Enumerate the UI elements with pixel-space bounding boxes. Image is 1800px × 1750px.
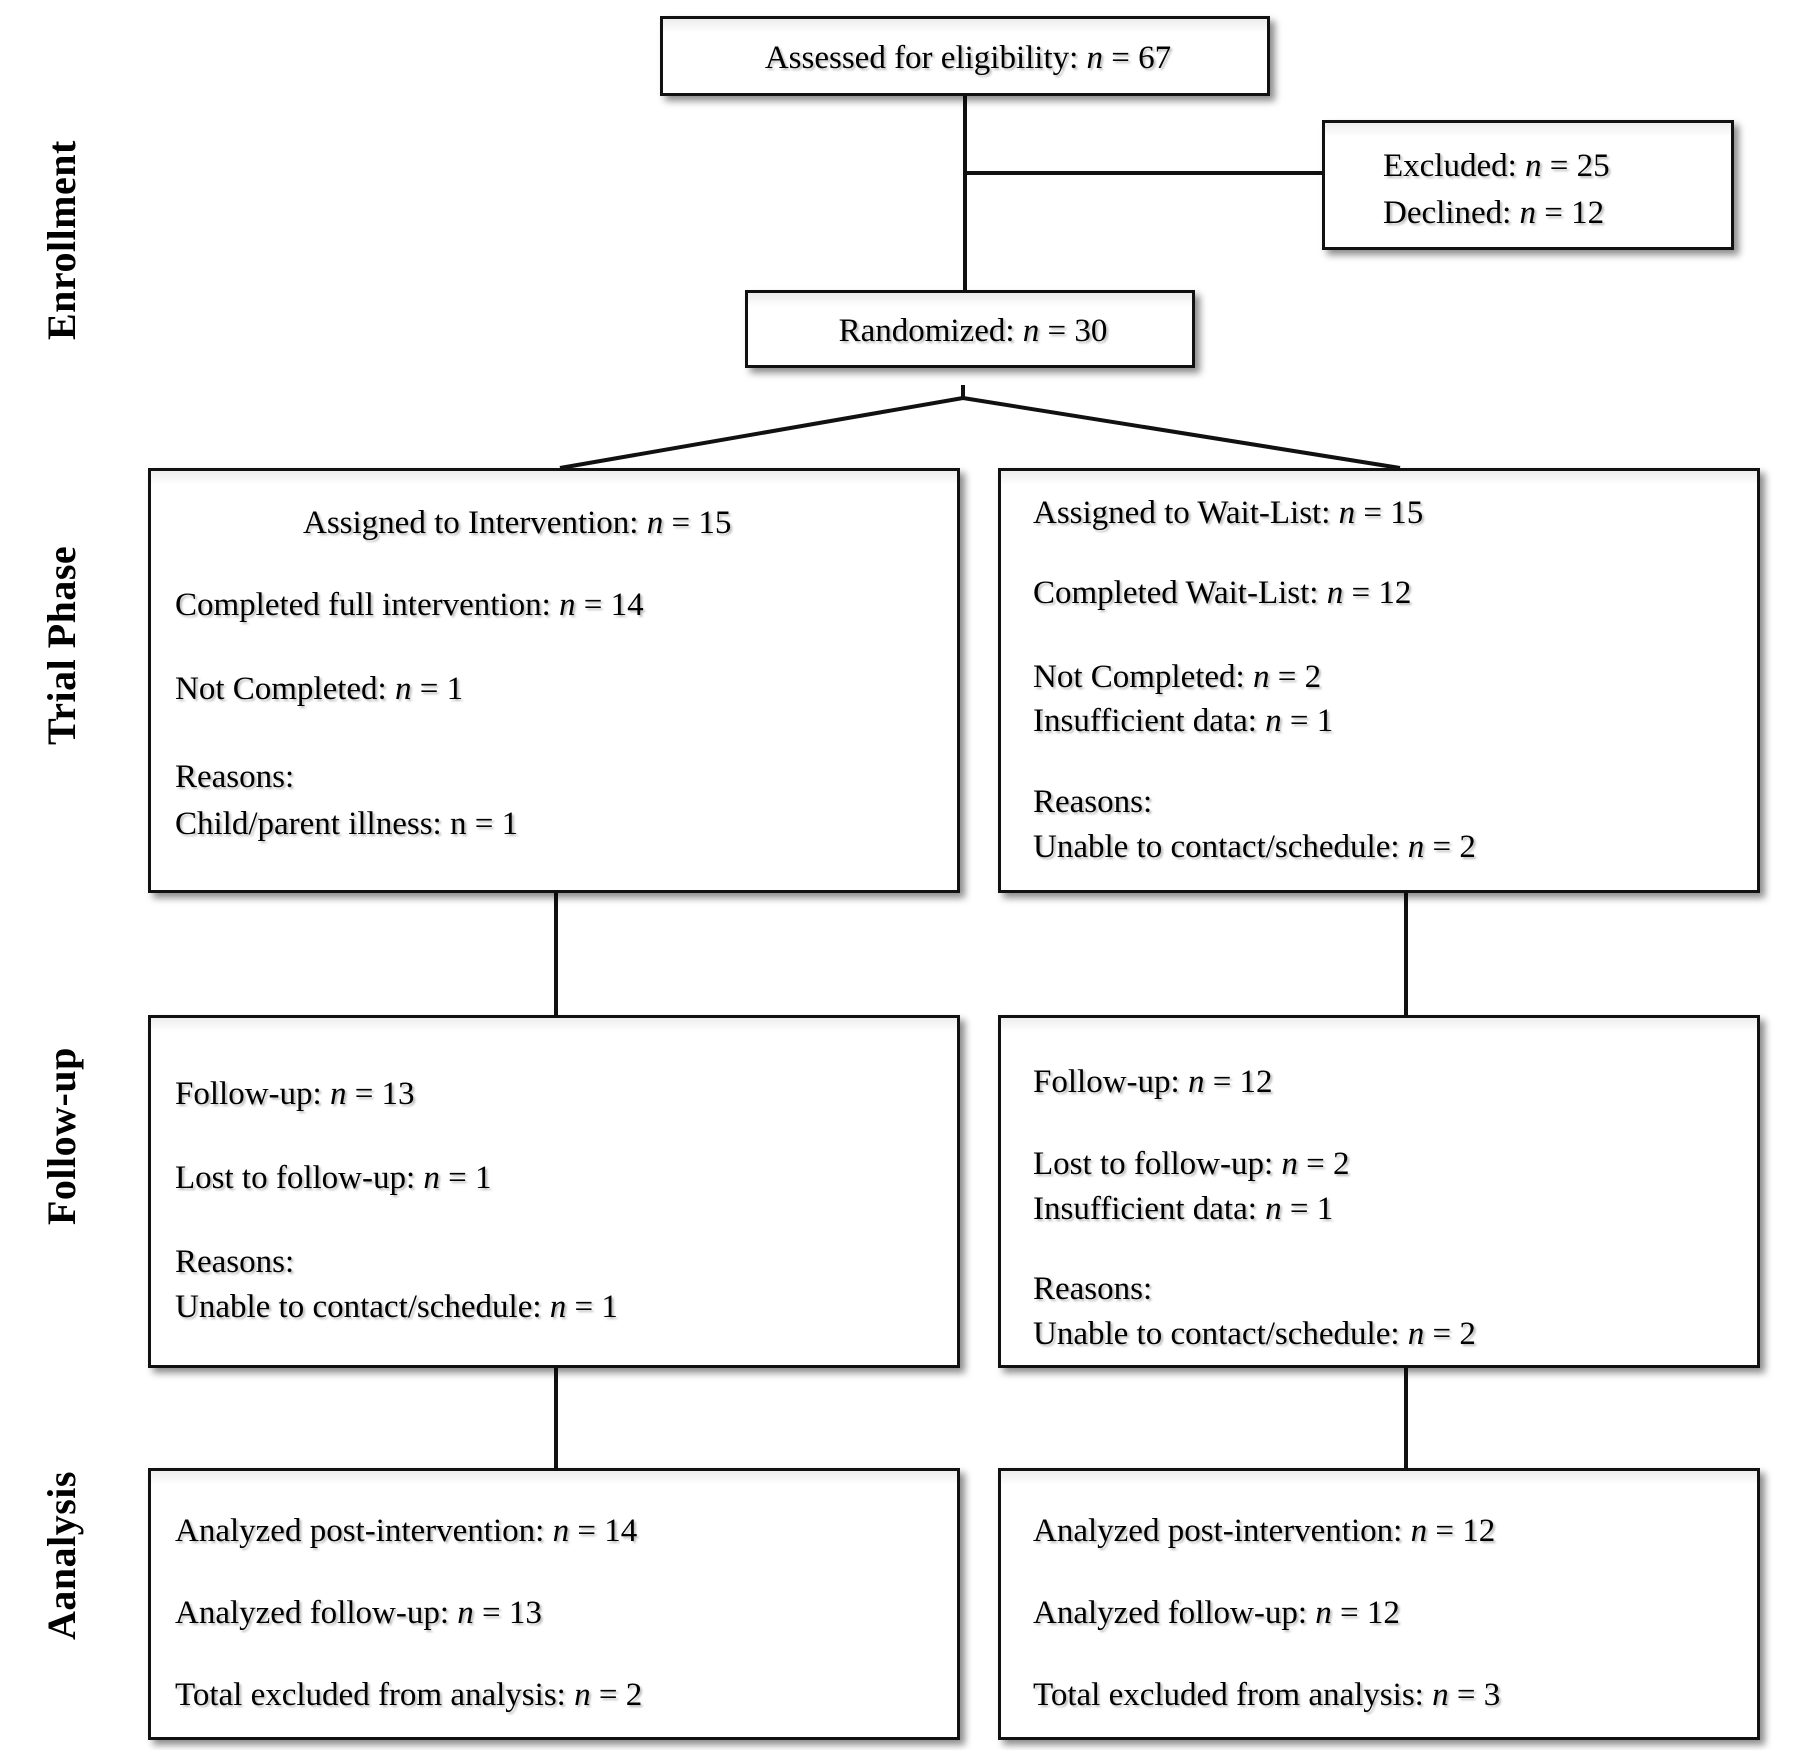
followup-intervention-line-4: Unable to contact/schedule: n = 1	[175, 1289, 618, 1325]
randomized-line-1: Randomized: n = 30	[838, 313, 1108, 349]
followup-waitlist-line-4: Reasons:	[1033, 1271, 1153, 1307]
box-followup-intervention: Follow-up: n = 13 Lost to follow-up: n =…	[148, 1015, 960, 1368]
trial-waitlist-line-2: Completed Wait-List: n = 12	[1033, 575, 1412, 611]
connector-followup-right-to-analysis	[1404, 1368, 1408, 1468]
box-randomized-inner: Randomized: n = 30	[748, 293, 1192, 365]
followup-waitlist-line-5: Unable to contact/schedule: n = 2	[1033, 1316, 1476, 1352]
followup-intervention-line-1: Follow-up: n = 13	[175, 1076, 415, 1112]
assessed-line-1: Assessed for eligibility: n = 67	[764, 40, 1172, 76]
followup-intervention-line-3: Reasons:	[175, 1244, 295, 1280]
followup-waitlist-line-3: Insufficient data: n = 1	[1033, 1191, 1334, 1227]
followup-waitlist-line-1: Follow-up: n = 12	[1033, 1064, 1273, 1100]
connector-to-excluded	[963, 171, 1369, 175]
trial-intervention-line-3: Not Completed: n = 1	[175, 671, 464, 707]
connector-trial-left-to-followup	[554, 893, 558, 1015]
trial-waitlist-line-3: Not Completed: n = 2	[1033, 659, 1322, 695]
followup-waitlist-line-2: Lost to follow-up: n = 2	[1033, 1146, 1350, 1182]
box-assessed-inner: Assessed for eligibility: n = 67	[663, 19, 1267, 93]
box-excluded: Excluded: n = 25 Declined: n = 12	[1322, 120, 1734, 250]
box-excluded-inner: Excluded: n = 25 Declined: n = 12	[1325, 123, 1731, 247]
box-analysis-intervention-inner: Analyzed post-intervention: n = 14 Analy…	[151, 1471, 957, 1737]
stage-label-enrollment: Enrollment	[39, 140, 84, 340]
trial-intervention-line-2: Completed full intervention: n = 14	[175, 587, 644, 623]
trial-intervention-line-5: Child/parent illness: n = 1	[175, 806, 519, 842]
box-analysis-waitlist: Analyzed post-intervention: n = 12 Analy…	[998, 1468, 1760, 1740]
trial-waitlist-line-4: Insufficient data: n = 1	[1033, 703, 1334, 739]
analysis-waitlist-line-1: Analyzed post-intervention: n = 12	[1033, 1513, 1496, 1549]
box-randomized: Randomized: n = 30	[745, 290, 1195, 368]
trial-waitlist-line-5: Reasons:	[1033, 784, 1153, 820]
trial-intervention-line-1: Assigned to Intervention: n = 15	[303, 505, 732, 541]
box-followup-waitlist: Follow-up: n = 12 Lost to follow-up: n =…	[998, 1015, 1760, 1368]
analysis-intervention-line-1: Analyzed post-intervention: n = 14	[175, 1513, 638, 1549]
connector-assessed-down	[963, 93, 967, 173]
analysis-waitlist-line-2: Analyzed follow-up: n = 12	[1033, 1595, 1400, 1631]
trial-waitlist-line-1: Assigned to Wait-List: n = 15	[1033, 495, 1424, 531]
stage-label-follow-up: Follow-up	[39, 1047, 84, 1225]
excluded-line-1: Excluded: n = 25	[1383, 148, 1610, 184]
box-trial-intervention-inner: Assigned to Intervention: n = 15 Complet…	[151, 471, 957, 890]
box-trial-intervention: Assigned to Intervention: n = 15 Complet…	[148, 468, 960, 893]
excluded-line-2: Declined: n = 12	[1383, 195, 1605, 231]
stage-label-analysis: Aanalysis	[39, 1471, 84, 1640]
connector-trial-right-to-followup	[1404, 893, 1408, 1015]
box-trial-waitlist-inner: Assigned to Wait-List: n = 15 Completed …	[1001, 471, 1757, 890]
box-assessed-for-eligibility: Assessed for eligibility: n = 67	[660, 16, 1270, 96]
box-trial-waitlist: Assigned to Wait-List: n = 15 Completed …	[998, 468, 1760, 893]
connector-followup-left-to-analysis	[554, 1368, 558, 1468]
trial-intervention-line-4: Reasons:	[175, 759, 295, 795]
trial-waitlist-line-6: Unable to contact/schedule: n = 2	[1033, 829, 1476, 865]
followup-intervention-line-2: Lost to follow-up: n = 1	[175, 1160, 492, 1196]
box-followup-intervention-inner: Follow-up: n = 13 Lost to follow-up: n =…	[151, 1018, 957, 1365]
box-followup-waitlist-inner: Follow-up: n = 12 Lost to follow-up: n =…	[1001, 1018, 1757, 1365]
analysis-intervention-line-2: Analyzed follow-up: n = 13	[175, 1595, 542, 1631]
analysis-intervention-line-3: Total excluded from analysis: n = 2	[175, 1677, 643, 1713]
box-analysis-intervention: Analyzed post-intervention: n = 14 Analy…	[148, 1468, 960, 1740]
connector-down-to-randomized	[963, 171, 967, 293]
box-analysis-waitlist-inner: Analyzed post-intervention: n = 12 Analy…	[1001, 1471, 1757, 1737]
stage-label-trial-phase: Trial Phase	[39, 545, 84, 745]
analysis-waitlist-line-3: Total excluded from analysis: n = 3	[1033, 1677, 1501, 1713]
